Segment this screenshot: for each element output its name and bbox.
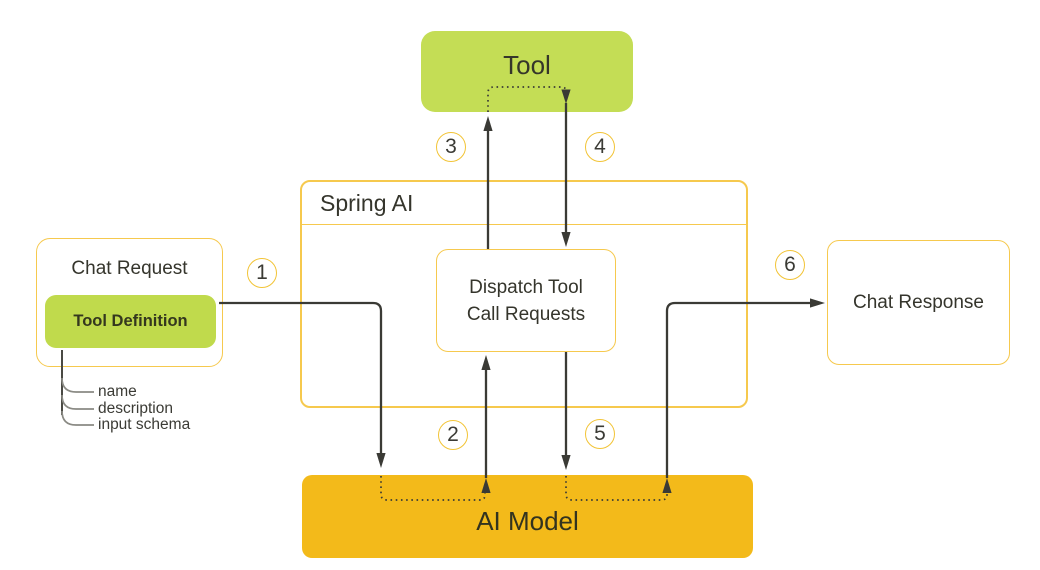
step-badge-6: 6 <box>775 250 805 280</box>
step-badge-1: 1 <box>247 258 277 288</box>
ai-model-node: AI Model <box>302 475 753 558</box>
step-badge-2: 2 <box>438 420 468 450</box>
chat-response-node: Chat Response <box>827 240 1010 365</box>
dispatch-label-line1: Dispatch Tool <box>469 276 583 298</box>
arrowhead-6-right <box>810 298 825 308</box>
step-3-number: 3 <box>445 135 457 158</box>
arrowhead-1-down <box>376 453 386 468</box>
arrowhead-3-up <box>483 116 493 131</box>
spring-ai-header: Spring AI <box>302 182 746 225</box>
spring-ai-label: Spring AI <box>320 189 414 216</box>
step-2-number: 2 <box>447 423 459 446</box>
tool-definition-node: Tool Definition <box>45 295 216 348</box>
tool-node: Tool <box>421 31 633 112</box>
dispatch-tool-call-node: Dispatch Tool Call Requests <box>436 249 616 352</box>
branch-line-input-schema <box>61 410 94 426</box>
tool-definition-attr-input-schema: input schema <box>98 416 191 433</box>
tool-definition-attr-description: description <box>98 400 173 417</box>
step-badge-4: 4 <box>585 132 615 162</box>
tool-node-label: Tool <box>503 50 551 80</box>
step-6-number: 6 <box>784 253 796 276</box>
chat-request-label: Chat Request <box>71 258 188 279</box>
branch-line-name <box>61 377 94 393</box>
branch-line-description <box>61 394 94 410</box>
step-badge-3: 3 <box>436 132 466 162</box>
arrowhead-5-down <box>561 455 571 470</box>
chat-response-label: Chat Response <box>853 291 984 313</box>
step-1-number: 1 <box>256 261 268 284</box>
step-badge-5: 5 <box>585 419 615 449</box>
ai-model-label: AI Model <box>476 506 579 536</box>
tool-definition-label: Tool Definition <box>73 312 188 330</box>
step-5-number: 5 <box>594 422 606 445</box>
dispatch-label-line2: Call Requests <box>466 303 586 325</box>
tool-definition-attr-name: name <box>98 383 137 400</box>
step-4-number: 4 <box>594 135 606 158</box>
